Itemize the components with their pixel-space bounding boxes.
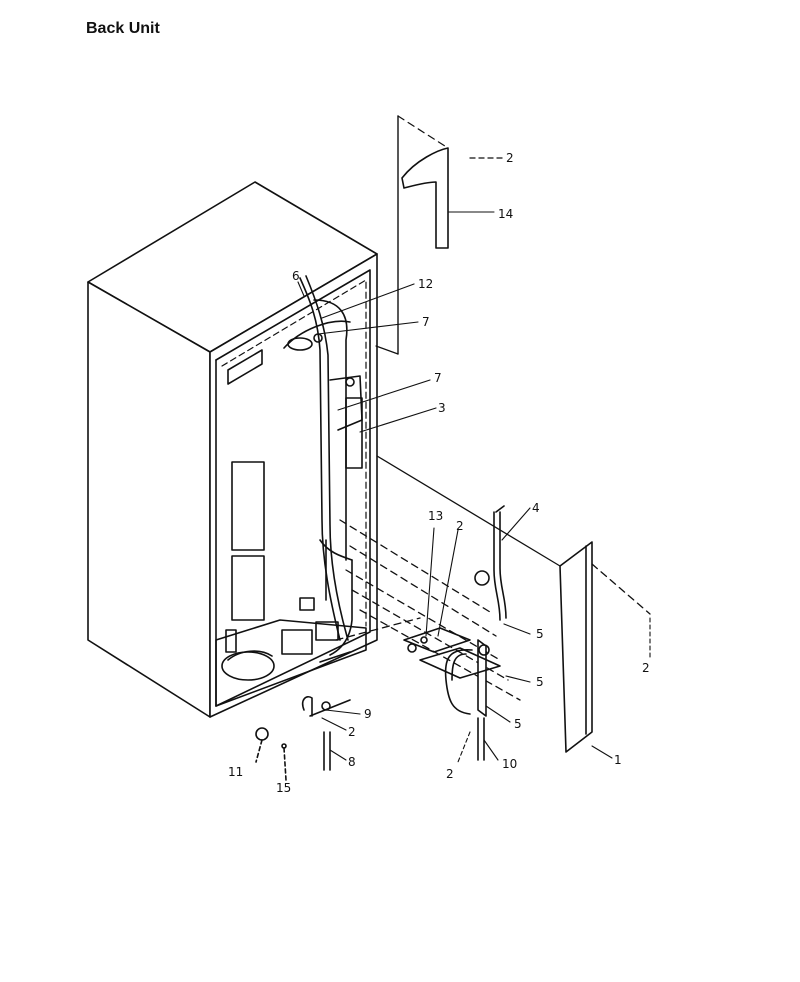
- callout-leaders: [297, 211, 651, 763]
- callout-2-right: 2: [642, 661, 650, 675]
- callout-13: 13: [428, 509, 443, 523]
- part-10-valve-assembly: [419, 639, 501, 761]
- part-1-side-panel: [559, 541, 593, 753]
- part-11-foot: [255, 727, 287, 781]
- part-14-cover: [375, 115, 449, 355]
- compressor-area: [215, 619, 367, 707]
- callout-10: 10: [502, 757, 517, 771]
- callout-7-upper: 7: [422, 315, 430, 329]
- callout-5-upper: 5: [536, 627, 544, 641]
- callout-5-lower: 5: [514, 717, 522, 731]
- callout-15: 15: [276, 781, 291, 795]
- callout-2-top: 2: [506, 151, 514, 165]
- callout-9: 9: [364, 707, 372, 721]
- callout-8: 8: [348, 755, 356, 769]
- callout-3: 3: [438, 401, 446, 415]
- callout-1: 1: [614, 753, 622, 767]
- callout-14: 14: [498, 207, 513, 221]
- cabinet: [87, 181, 378, 718]
- page-title: Back Unit: [86, 20, 160, 37]
- callout-2-bottom: 2: [446, 767, 454, 781]
- leader-lines: [335, 157, 651, 701]
- callout-6: 6: [292, 269, 300, 283]
- callout-12: 12: [418, 277, 433, 291]
- callout-5-middle: 5: [536, 675, 544, 689]
- callout-2-fitting: 2: [348, 725, 356, 739]
- part-13-bracket: [403, 627, 471, 653]
- callout-labels: 2 14 6 12 7 7 3 13 2 4 5 2 5 9 2 5 11 8 …: [228, 151, 650, 795]
- callout-4: 4: [532, 501, 540, 515]
- part-4-tube: [474, 505, 507, 621]
- callout-11: 11: [228, 765, 243, 779]
- tubing-assembly: [283, 275, 363, 656]
- callout-2-mid: 2: [456, 519, 464, 533]
- part-8-9-fittings: [301, 695, 351, 771]
- callout-7-lower: 7: [434, 371, 442, 385]
